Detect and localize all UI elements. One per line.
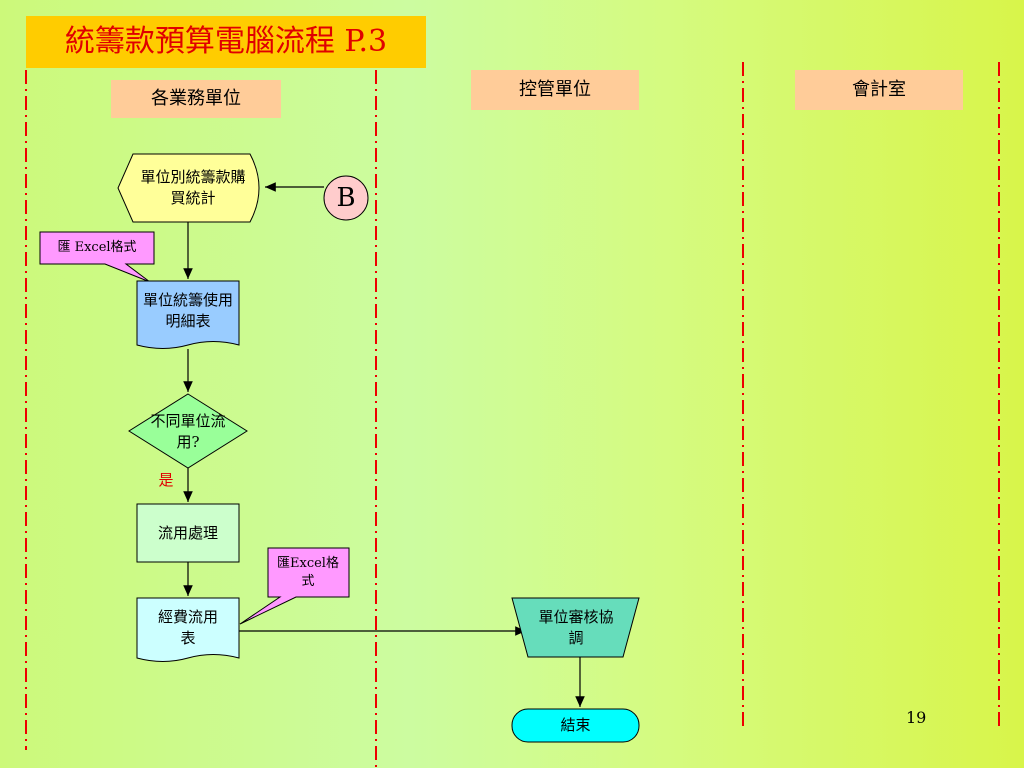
terminator-end: [511, 708, 640, 743]
decision-label: 不同單位流用?: [150, 412, 226, 451]
lane-header-business-units: 各業務單位: [111, 80, 281, 118]
manual-op-review: [511, 597, 640, 658]
document-expense-table: [136, 597, 240, 662]
expense-table-label: 經費流用表: [157, 608, 218, 647]
document-usage-table: [136, 280, 240, 349]
connector-b-label: B: [336, 183, 356, 213]
page-number: 19: [906, 708, 927, 727]
callout2-shape: [239, 547, 350, 625]
stats-label: 單位別統籌款購買統計: [140, 168, 246, 207]
page-title: 統籌款預算電腦流程 P.3: [26, 16, 426, 68]
review-label: 單位審核協調: [538, 608, 614, 647]
lane-header-accounting: 會計室: [795, 70, 963, 110]
lane-header-control-unit: 控管單位: [471, 70, 639, 110]
yes-label: 是: [158, 471, 174, 489]
process-transfer: [136, 503, 240, 563]
callout1-label: 匯 Excel格式: [57, 240, 137, 255]
end-label: 結束: [560, 716, 591, 734]
usage-table-label: 單位統籌使用明細表: [142, 291, 233, 330]
callout2-label: 匯Excel格式: [277, 556, 339, 589]
transfer-label: 流用處理: [157, 524, 218, 542]
connector-b-circle: [323, 175, 369, 221]
display-shape-stats: [117, 153, 260, 223]
callout1-shape: [39, 231, 155, 283]
